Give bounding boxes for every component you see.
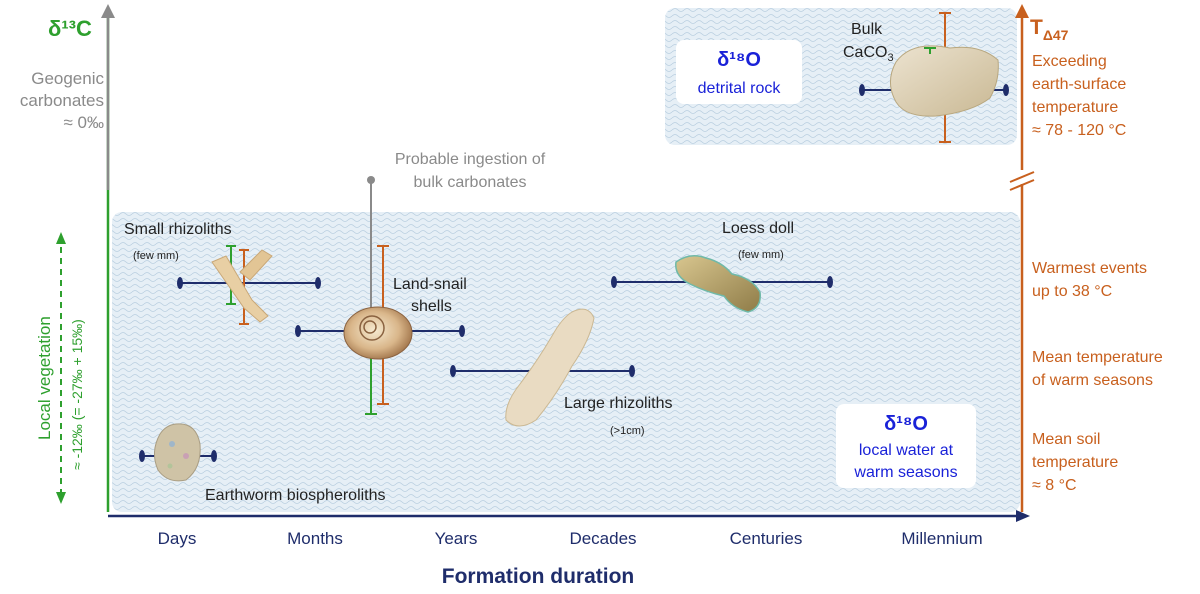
bulk-label-2: CaCO3 [843, 44, 894, 64]
small-rhizoliths-cap-left [177, 277, 183, 289]
local-water-sub-2: warm seasons [853, 464, 957, 481]
land-snail-cap-right [459, 325, 465, 337]
detrital-label-box [676, 40, 802, 104]
loess-doll-cap-right [827, 276, 833, 288]
land-snail-label-1: Land-snail [393, 276, 467, 293]
mean-soil-label-3: ≈ 8 °C [1032, 477, 1077, 494]
local-water-label-box [836, 404, 976, 488]
exceeding-label-3: temperature [1032, 99, 1118, 116]
small-rhizoliths-label: Small rhizoliths [124, 221, 232, 238]
large-rhizoliths-cap-left [450, 365, 456, 377]
left-axis-arrowhead [101, 4, 115, 18]
vegetation-arrow-top [56, 232, 66, 244]
right-axis-title: TΔ47 [1030, 16, 1069, 43]
exceeding-label-2: earth-surface [1032, 76, 1126, 93]
vegetation-arrow-bottom [56, 492, 66, 504]
left-axis-title: δ¹³C [48, 16, 92, 41]
warmest-label-2: up to 38 °C [1032, 283, 1112, 300]
axis-break-mark-1 [1009, 171, 1035, 183]
large-rhizoliths-note: (>1cm) [610, 425, 645, 437]
small-rhizolith-image-1 [211, 255, 269, 323]
geogenic-label-2: carbonates [20, 91, 104, 110]
snail-shell-spiral-inner [363, 320, 377, 334]
mean-soil-label-2: temperature [1032, 454, 1118, 471]
geogenic-label-3: ≈ 0‰ [63, 113, 104, 132]
loess-doll-image [675, 255, 761, 313]
x-tick-years: Years [435, 529, 478, 548]
earthworm-spherolith-image [154, 423, 201, 482]
bulk-rock-image [890, 45, 999, 117]
loess-doll-label: Loess doll [722, 220, 794, 237]
local-water-sub-1: local water at [859, 442, 954, 459]
axis-break-mark-2 [1009, 179, 1035, 191]
warmest-label-1: Warmest events [1032, 260, 1147, 277]
loess-doll-cap-left [611, 276, 617, 288]
geogenic-label-1: Geogenic [31, 69, 104, 88]
vegetation-range-label: ≈ -12‰ (= -27‰ + 15‰) [69, 319, 85, 470]
land-snail-cap-left [295, 325, 301, 337]
snail-shell-spiral-outer [359, 315, 385, 341]
bulk-label-1: Bulk [851, 21, 883, 38]
spherolith-speck-2 [183, 453, 189, 459]
exceeding-label-1: Exceeding [1032, 53, 1107, 70]
loess-doll-note: (few mm) [738, 249, 784, 261]
detrital-title: δ¹⁸O [717, 49, 761, 71]
x-axis-arrowhead [1016, 510, 1030, 522]
large-rhizolith-image [505, 308, 595, 427]
large-rhizoliths-cap-right [629, 365, 635, 377]
probable-ingestion-cap [367, 176, 375, 184]
x-tick-days: Days [158, 529, 197, 548]
small-rhizolith-image-2 [239, 249, 273, 281]
probable-label-1: Probable ingestion of [395, 151, 546, 168]
mean-soil-label-1: Mean soil [1032, 431, 1100, 448]
small-rhizoliths-cap-right [315, 277, 321, 289]
x-tick-millennium: Millennium [901, 529, 982, 548]
spherolith-speck-3 [167, 463, 173, 469]
land-snail-label-2: shells [411, 298, 452, 315]
bulk-duration-cap-right [1003, 84, 1009, 96]
exceeding-label-4: ≈ 78 - 120 °C [1032, 122, 1126, 139]
x-tick-centuries: Centuries [730, 529, 803, 548]
bulk-duration-cap-left [859, 84, 865, 96]
local-water-title: δ¹⁸O [884, 413, 928, 435]
large-rhizoliths-label: Large rhizoliths [564, 395, 673, 412]
spherolith-speck-1 [169, 441, 175, 447]
earthworm-cap-right [211, 450, 217, 462]
earthworm-cap-left [139, 450, 145, 462]
mean-warm-label-2: of warm seasons [1032, 372, 1153, 389]
earthworm-label: Earthworm biospheroliths [205, 487, 386, 504]
x-axis-title: Formation duration [442, 565, 635, 588]
mean-warm-label-1: Mean temperature [1032, 349, 1163, 366]
detrital-subtitle: detrital rock [698, 80, 782, 97]
x-tick-months: Months [287, 529, 343, 548]
right-axis-arrowhead [1015, 4, 1029, 18]
snail-shell-image [343, 306, 413, 360]
x-tick-decades: Decades [569, 529, 636, 548]
local-vegetation-label: Local vegetation [35, 316, 54, 440]
small-rhizoliths-note: (few mm) [133, 250, 179, 262]
probable-label-2: bulk carbonates [414, 174, 527, 191]
